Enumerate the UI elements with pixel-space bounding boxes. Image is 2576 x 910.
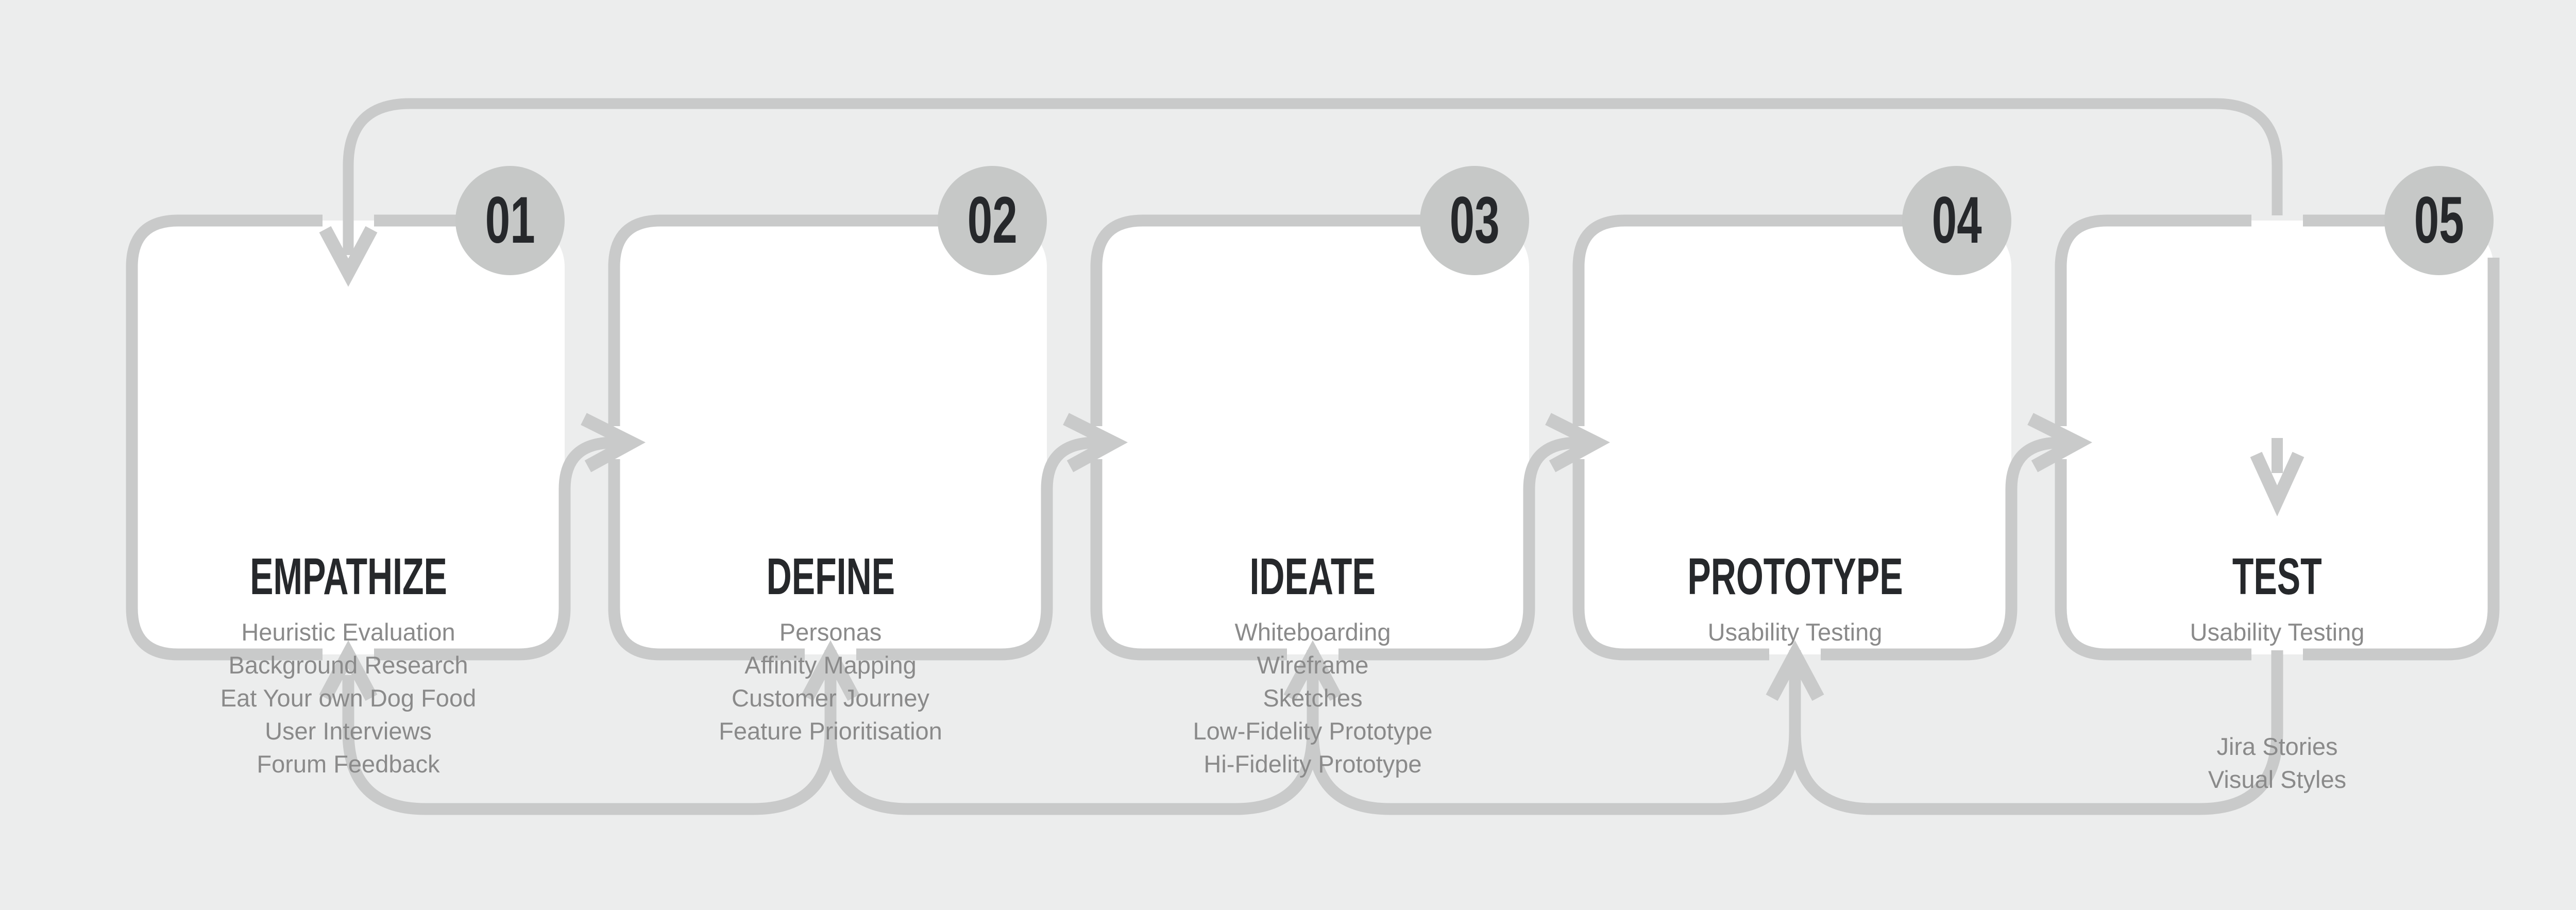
card-border	[2055, 459, 2251, 661]
card-border-and-connector	[374, 436, 619, 661]
card-ideate	[1096, 221, 1529, 654]
stage-activity: Affinity Mapping	[744, 651, 917, 679]
stage-card-ideate: IDEATE Whiteboarding Wireframe Sketches …	[1096, 221, 1529, 778]
stage-title-text: IDEATE	[1249, 548, 1376, 605]
stage-number: 02	[967, 183, 1018, 257]
stage-activity: Wireframe	[1257, 651, 1369, 679]
stage-activity: Usability Testing	[1707, 618, 1883, 646]
stage-output-list: Jira Stories Visual Styles	[2061, 730, 2494, 796]
stage-title: IDEATE	[1096, 548, 1529, 605]
stage-activity: Jira Stories	[2216, 733, 2338, 760]
feedback-loop-ideate-to-define	[824, 650, 1319, 815]
card-border	[2055, 214, 2251, 426]
stage-card-prototype: PROTOTYPE Usability Testing	[1579, 221, 2011, 654]
feedback-loop-top	[343, 98, 2283, 255]
feedback-loop-prototype-to-ideate	[1307, 650, 1801, 815]
stage-title: EMPATHIZE	[132, 548, 565, 605]
stage-activity: Background Research	[228, 651, 468, 679]
badge-circle-02	[938, 166, 1047, 275]
stage-activity: Usability Testing	[2190, 618, 2365, 646]
stage-title: DEFINE	[614, 548, 1047, 605]
arrow-up-icon	[319, 640, 378, 701]
card-border	[1090, 459, 1287, 661]
stage-activity: Eat Your own Dog Food	[220, 684, 477, 712]
stage-title: PROTOTYPE	[1579, 548, 2011, 605]
card-border	[1572, 459, 1769, 661]
card-border	[126, 214, 323, 661]
badge-circle-05	[2384, 166, 2494, 275]
arrow-down-icon	[319, 226, 378, 287]
arrow-right-icon	[1545, 413, 1611, 473]
test-card-down-arrow-icon	[2250, 438, 2304, 517]
badge-circle-01	[455, 166, 565, 275]
stage-activity: Personas	[779, 618, 882, 646]
stage-activity: Sketches	[1263, 684, 1363, 712]
card-backgrounds	[132, 221, 2494, 654]
arrow-right-icon	[1063, 413, 1128, 473]
stage-card-test: TEST Usability Testing Jira Stories Visu…	[2061, 221, 2494, 793]
stage-number-badge: 01	[433, 182, 587, 259]
stage-number: 04	[1931, 183, 1982, 257]
stage-activity-list: Personas Affinity Mapping Customer Journ…	[614, 616, 1047, 748]
stage-title-text: EMPATHIZE	[249, 548, 447, 605]
stage-activity: Hi-Fidelity Prototype	[1204, 750, 1422, 778]
stage-activity: Whiteboarding	[1234, 618, 1391, 646]
card-border	[608, 459, 805, 661]
stage-activity: Customer Journey	[732, 684, 929, 712]
stage-card-empathize: EMPATHIZE Heuristic Evaluation Backgroun…	[132, 221, 565, 778]
arrow-right-icon	[2027, 413, 2093, 473]
stage-number-badge: 03	[1397, 182, 1552, 259]
stage-title: TEST	[2061, 548, 2494, 605]
card-border-and-connector	[856, 436, 1101, 661]
badge-circle-03	[1420, 166, 1529, 275]
arrow-up-icon	[1766, 640, 1824, 701]
card-outline-prototype	[1572, 214, 2066, 661]
stage-card-define: DEFINE Personas Affinity Mapping Custome…	[614, 221, 1047, 745]
card-outline-ideate	[1090, 214, 1584, 661]
stage-title-text: TEST	[2232, 548, 2322, 605]
stage-title-text: PROTOTYPE	[1687, 548, 1903, 605]
stage-number-badge: 04	[1879, 182, 2034, 259]
card-border-and-connector	[1821, 436, 2066, 661]
stage-number-badges	[455, 166, 2494, 275]
stage-activity: Low-Fidelity Prototype	[1193, 717, 1433, 745]
stage-activity: Forum Feedback	[257, 750, 440, 778]
card-border	[1572, 214, 1957, 426]
stage-activity-list: Whiteboarding Wireframe Sketches Low-Fid…	[1096, 616, 1529, 781]
feedback-loop-test-to-prototype	[1789, 650, 2283, 815]
card-define	[614, 221, 1047, 654]
stage-number: 03	[1449, 183, 1500, 257]
card-prototype	[1579, 221, 2011, 654]
stage-number-badge: 02	[915, 182, 1070, 259]
stage-activity-list: Usability Testing	[1579, 616, 2011, 649]
stage-title-text: DEFINE	[766, 548, 895, 605]
stage-activity: User Interviews	[265, 717, 432, 745]
arrow-up-icon	[1283, 640, 1342, 701]
card-border	[2303, 258, 2500, 661]
stage-activity: Heuristic Evaluation	[241, 618, 455, 646]
card-outline-define	[608, 214, 1101, 661]
card-empathize	[132, 221, 565, 654]
stage-activity-list: Usability Testing	[2061, 616, 2494, 649]
feedback-loop-define-to-empathize	[342, 650, 837, 815]
arrow-right-icon	[581, 413, 646, 473]
arrow-down-icon	[2250, 451, 2304, 517]
stage-activity-list: Heuristic Evaluation Background Research…	[132, 616, 565, 781]
arrow-up-icon	[801, 640, 860, 701]
card-test	[2061, 221, 2494, 654]
badge-circle-04	[1902, 166, 2011, 275]
stage-number-badge: 05	[2362, 182, 2516, 259]
stage-number: 01	[485, 183, 535, 257]
stage-number: 05	[2414, 183, 2464, 257]
card-border	[608, 214, 992, 426]
stage-activity: Feature Prioritisation	[719, 717, 942, 745]
stage-activity: Visual Styles	[2208, 766, 2347, 793]
card-border	[1090, 214, 1475, 426]
card-border-and-connector	[1338, 436, 1584, 661]
